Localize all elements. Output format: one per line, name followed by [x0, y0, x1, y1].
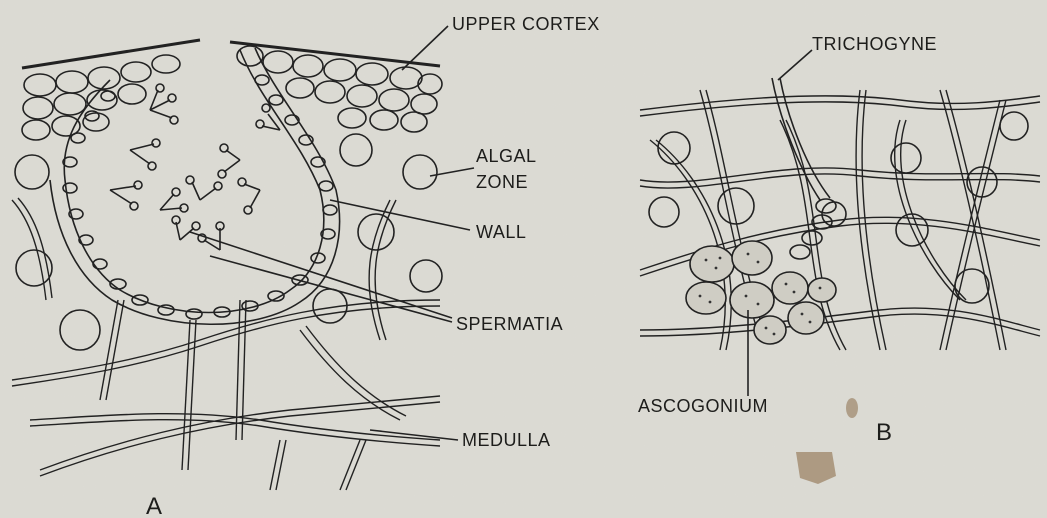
label-spermatia: SPERMATIA: [456, 314, 563, 334]
label-algal-zone-line1: ALGAL: [476, 146, 537, 166]
label-upper-cortex: UPPER CORTEX: [452, 14, 600, 34]
label-trichogyne: TRICHOGYNE: [812, 34, 937, 54]
panel-b-letter: B: [876, 419, 893, 446]
label-algal-zone-line2: ZONE: [476, 172, 528, 192]
label-ascogonium: ASCOGONIUM: [638, 396, 768, 416]
label-medulla: MEDULLA: [462, 430, 551, 450]
label-wall: WALL: [476, 222, 526, 242]
panel-a-letter: A: [146, 493, 163, 518]
